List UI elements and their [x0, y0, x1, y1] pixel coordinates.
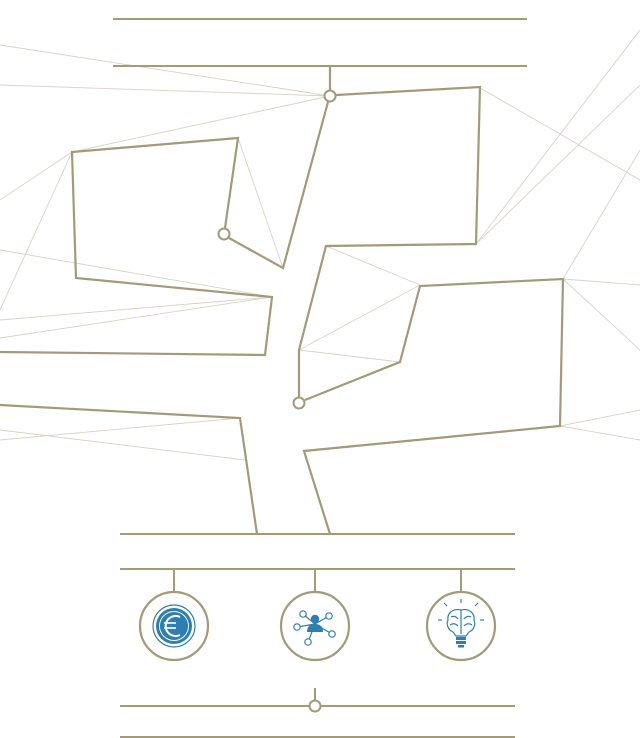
- node-bottom: [308, 699, 322, 713]
- icon-connectors: [173, 569, 462, 700]
- branch-lower-right: [302, 277, 565, 535]
- branch-upper-right: [297, 85, 482, 397]
- horizontal-rules: [113, 18, 527, 738]
- tree-nodes: [217, 89, 337, 713]
- branch-upper-left-hook-2: [0, 136, 274, 357]
- branch-upper-left-hook: [228, 101, 330, 270]
- brain-lightbulb-icon: [425, 590, 497, 662]
- euro-coin-icon: [138, 590, 210, 662]
- node-right-lower: [292, 396, 306, 410]
- background-network: [0, 29, 640, 461]
- person-network-icon: [279, 590, 351, 662]
- branch-lower-left: [0, 403, 259, 535]
- tree-outline: [0, 66, 565, 535]
- node-left-hook: [217, 227, 231, 241]
- node-top: [323, 89, 337, 103]
